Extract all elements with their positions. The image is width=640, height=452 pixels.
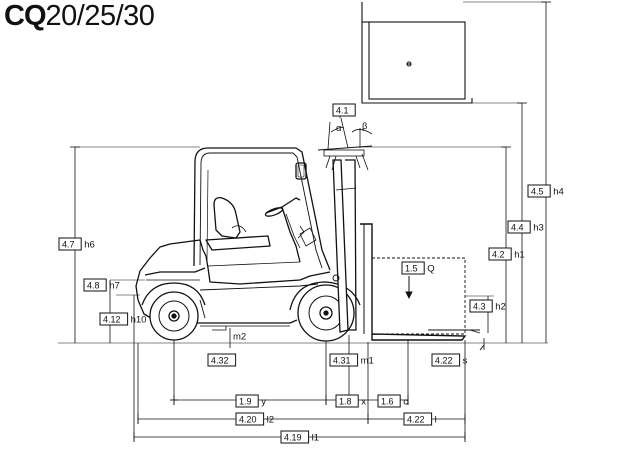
dimension-code: 4.7	[62, 240, 75, 250]
dimension-label-d-1-9: 1.9 y	[235, 394, 266, 408]
dimension-label-d-4-32: 4.32	[207, 353, 237, 367]
dimension-label-d-m2: m2	[233, 332, 246, 343]
dimension-label-d-4-2: 4.2 h1	[488, 247, 525, 261]
dimension-label-d-4-3: 4.3 h2	[469, 299, 506, 313]
dimension-labels: 4.1 4.5 h4 4.4 h3 4.2 h1 4.7 h6 4.8 h7 4.12 h10 1.5 Q 4…	[58, 103, 564, 444]
dimension-code: 1.8	[339, 397, 352, 407]
beta-symbol: β	[362, 121, 368, 132]
dimension-code: 1.9	[239, 397, 252, 407]
dimension-code-box	[335, 394, 359, 408]
dimension-symbol: h1	[514, 250, 525, 261]
dimension-code: 4.20	[239, 415, 257, 425]
dimension-symbol: l	[435, 415, 437, 426]
dimension-code-box	[329, 353, 359, 367]
dimension-symbol: x	[361, 397, 366, 408]
dimension-code: 4.19	[284, 433, 302, 443]
rear-wheel	[149, 291, 199, 341]
dimension-code-box	[332, 103, 356, 117]
dimension-code: 4.31	[333, 356, 351, 366]
dimension-code: 4.1	[336, 106, 349, 116]
dimension-code: 4.8	[87, 281, 100, 291]
dimension-code: 4.32	[211, 356, 229, 366]
dimension-symbol: h2	[495, 302, 506, 313]
dimension-code-box	[235, 412, 265, 426]
dimension-label-d-4-1: 4.1	[332, 103, 356, 117]
dimension-code-box	[207, 353, 237, 367]
dimension-label-d-1-5: 1.5 Q	[401, 261, 435, 275]
dimension-label-d-4-22b: 4.22 l	[403, 412, 437, 426]
dimension-symbol: s	[463, 356, 468, 367]
dimension-code-box	[403, 412, 433, 426]
dimension-code: 4.5	[531, 187, 544, 197]
dimension-code-box	[58, 237, 82, 251]
dimension-label-d-4-20: 4.20 l2	[235, 412, 274, 426]
dimension-label-d-4-8: 4.8 h7	[83, 278, 120, 292]
dimension-label-d-4-22a: 4.22 s	[431, 353, 468, 367]
dimension-label-d-4-4: 4.4 h3	[507, 220, 544, 234]
dimension-code-box	[83, 278, 107, 292]
dimension-symbol: h6	[84, 240, 95, 251]
dimension-code: 4.3	[473, 302, 486, 312]
dimension-symbol: c	[403, 397, 408, 408]
dimension-code-box	[431, 353, 461, 367]
dimension-symbol: m1	[361, 356, 374, 367]
dimension-code-box	[377, 394, 401, 408]
dimension-symbol: Q	[427, 264, 434, 275]
dimension-label-d-1-8: 1.8 x	[335, 394, 366, 408]
dimension-code-box	[401, 261, 425, 275]
dimension-code-box	[507, 220, 531, 234]
dimension-label-d-4-31: 4.31 m1	[329, 353, 374, 367]
dimension-code: 4.12	[103, 315, 121, 325]
dimension-symbol: h4	[553, 187, 564, 198]
dimension-code-box	[235, 394, 259, 408]
model-prefix: CQ	[4, 0, 46, 32]
dimension-symbol: l1	[312, 433, 319, 444]
dimension-code: 4.2	[492, 250, 505, 260]
dimension-label-d-1-6: 1.6 c	[377, 394, 408, 408]
alpha-symbol: α	[336, 123, 342, 134]
dimension-code: 4.22	[435, 356, 453, 366]
model-numbers: 20/25/30	[45, 0, 155, 32]
height-guides	[58, 1, 548, 344]
dimension-label-d-4-19: 4.19 l1	[280, 430, 319, 444]
dimension-code: 1.6	[381, 397, 394, 407]
dimension-symbol: y	[261, 397, 266, 408]
dimension-symbol: h7	[109, 281, 120, 292]
dimension-symbol: l2	[267, 415, 274, 426]
dimension-code-box	[488, 247, 512, 261]
dimension-label-d-4-5: 4.5 h4	[527, 184, 564, 198]
dimension-code: 4.4	[511, 223, 524, 233]
forklift-truck	[135, 147, 361, 331]
dimension-symbol: m2	[233, 332, 246, 343]
dimension-code-box	[99, 312, 129, 326]
dimension-code: 1.5	[405, 264, 418, 274]
raised-load	[361, 2, 473, 104]
dimension-ticks	[133, 344, 485, 442]
dimension-symbol: h10	[131, 315, 147, 326]
dimension-label-d-4-12: 4.12 h10	[99, 312, 147, 326]
mast	[317, 145, 481, 341]
dimension-code-box	[527, 184, 551, 198]
model-title: CQ20/25/30	[4, 0, 155, 33]
dimension-symbol: h3	[533, 223, 544, 234]
dimension-label-d-4-7: 4.7 h6	[58, 237, 95, 251]
load-on-forks	[371, 257, 466, 335]
dimension-code-box	[280, 430, 310, 444]
dimension-code-box	[469, 299, 493, 313]
dimension-code: 4.22	[407, 415, 425, 425]
